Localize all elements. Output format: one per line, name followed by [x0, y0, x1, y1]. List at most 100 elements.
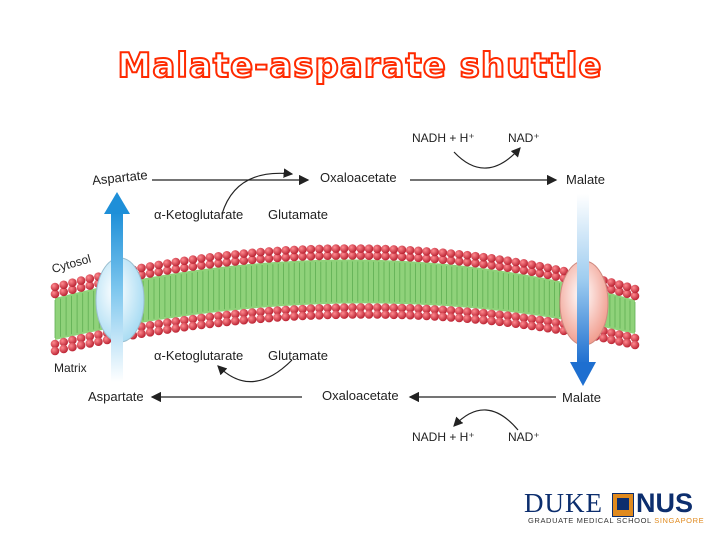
malate-transport-shaft [577, 194, 589, 364]
lipid-head [315, 244, 324, 254]
lipid-head [519, 259, 529, 268]
lipid-head [85, 339, 95, 348]
lipid-head [273, 253, 282, 263]
lipid-head [163, 318, 172, 327]
lipid-head [59, 344, 68, 354]
lipid-head [622, 289, 632, 299]
lipid-head [214, 311, 223, 321]
lipid-head [519, 313, 529, 323]
cytosol-glutamate-label: Glutamate [268, 207, 328, 222]
lipid-head [68, 342, 77, 352]
lipid-head [222, 310, 232, 320]
lipid-head [607, 335, 616, 345]
lipid-head [256, 307, 265, 317]
lipid-head [487, 261, 496, 270]
lipid-head [306, 244, 316, 254]
lipid-head [214, 318, 223, 328]
lipid-head [154, 260, 163, 270]
lipid-head [519, 320, 529, 330]
lipid-head [306, 304, 316, 313]
matrix-nadh-curve [453, 409, 519, 431]
lipid-head [281, 246, 291, 255]
lipid-head [543, 270, 553, 280]
lipid-head [154, 267, 163, 277]
lipid-head [171, 317, 181, 326]
lipid-head [430, 247, 440, 257]
lipid-head [247, 315, 257, 324]
lipid-head [137, 263, 146, 273]
lipid-head [239, 249, 249, 258]
lipid-head [281, 252, 291, 262]
matrix-nad-label: NAD⁺ [508, 430, 540, 444]
lipid-head [356, 303, 366, 312]
lipid-head [76, 333, 86, 343]
matrix-nadh-label: NADH + H⁺ [412, 430, 475, 444]
lipid-head [289, 312, 299, 321]
cytosol-nadh-label: NADH + H⁺ [412, 131, 475, 145]
lipid-head [471, 251, 480, 261]
lipid-head [607, 328, 616, 338]
lipid-head [389, 252, 399, 261]
lipid-head [298, 245, 307, 254]
lipid-head [373, 244, 382, 254]
lipid-head [503, 256, 512, 266]
lipid-head [479, 259, 488, 269]
lipid-head [145, 262, 155, 271]
lipid-head [180, 263, 189, 273]
lipid-head [171, 264, 181, 274]
lipid-head [543, 323, 553, 333]
cytosol-oxaloacetate-label: Oxaloacetate [320, 170, 397, 185]
lipid-head [197, 313, 206, 323]
lipid-head [205, 260, 215, 269]
lipid-head [76, 276, 86, 285]
lipid-head [239, 308, 249, 318]
lipid-head [188, 255, 198, 264]
matrix-malate-label: Malate [562, 390, 602, 405]
cytosol-ketoglutarate-curve [221, 168, 294, 215]
lipid-head [630, 340, 640, 350]
lipid-head [197, 254, 206, 263]
lipid-head [381, 244, 390, 254]
lipid-head [471, 308, 480, 317]
lipid-head [527, 260, 537, 270]
lipid-head [315, 251, 324, 261]
lipid-head [364, 244, 374, 253]
lipid-head [389, 310, 399, 320]
lipid-head [414, 253, 423, 263]
lipid-head [535, 322, 545, 332]
lipid-head [389, 303, 399, 313]
lipid-head [298, 252, 307, 261]
lipid-head [323, 251, 332, 260]
logo-nus-text: NUS [636, 488, 694, 518]
lipid-head [405, 310, 415, 320]
lipid-head [239, 315, 249, 325]
lipid-head [231, 250, 240, 259]
lipid-head [247, 308, 257, 317]
lipid-head [339, 251, 349, 260]
lipid-head [214, 259, 223, 268]
lipid-head [487, 309, 496, 319]
cytosol-malate-label: Malate [566, 172, 606, 187]
matrix-oxaloacetate-label: Oxaloacetate [322, 388, 399, 403]
matrix-aspartate-label: Aspartate [88, 389, 144, 404]
lipid-head [495, 317, 505, 327]
lipid-head [495, 255, 505, 264]
lipid-head [256, 314, 265, 324]
lipid-head [171, 324, 181, 333]
lipid-head [59, 337, 68, 347]
matrix-glutamate-label: Glutamate [268, 348, 328, 363]
lipid-head [264, 247, 274, 256]
lipid-head [323, 310, 332, 320]
lipid-head [154, 326, 163, 336]
lipid-head [76, 340, 86, 350]
lipid-head [356, 244, 366, 253]
lipid-head [231, 257, 240, 266]
lipid-head [188, 314, 198, 324]
lipid-head [145, 321, 155, 330]
lipid-head [487, 316, 496, 326]
lipid-head [511, 312, 521, 322]
lipid-head [551, 265, 561, 274]
lipid-head [356, 310, 366, 319]
lipid-head [551, 325, 561, 334]
lipid-head [356, 251, 366, 260]
